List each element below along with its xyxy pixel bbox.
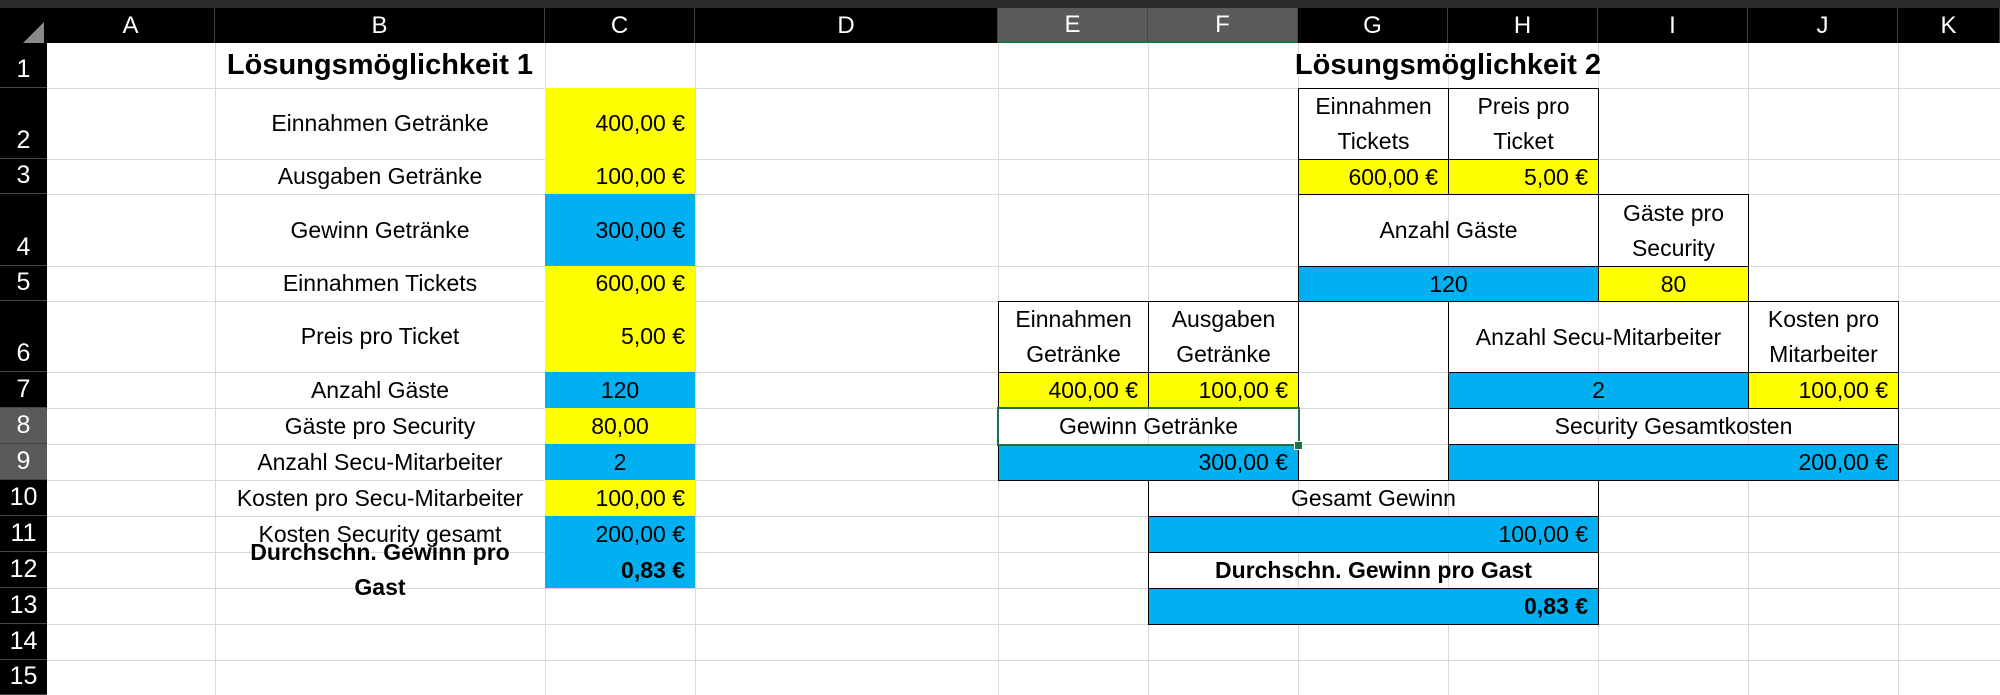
row-header-8[interactable]: 8 — [0, 408, 47, 444]
column-header-g[interactable]: G — [1298, 8, 1448, 43]
s1-value-anzahl-gaeste[interactable]: 120 — [545, 372, 695, 408]
s2-value-einnahmen-getraenke[interactable]: 400,00 € — [998, 372, 1149, 409]
fill-handle[interactable] — [1294, 441, 1303, 450]
s2-value-einnahmen-tickets[interactable]: 600,00 € — [1298, 159, 1449, 195]
title-bar-strip — [0, 0, 2000, 8]
s2-label-anzahl-secu[interactable]: Anzahl Secu-Mitarbeiter — [1448, 301, 1749, 373]
s1-value-gaeste-pro-security[interactable]: 80,00 — [545, 408, 695, 444]
column-header-h[interactable]: H — [1448, 8, 1598, 43]
s2-label-preis-pro-ticket[interactable]: Preis pro Ticket — [1448, 88, 1599, 160]
s2-value-security-gesamtkosten[interactable]: 200,00 € — [1448, 444, 1899, 481]
s1-label-kosten-security-gesamt[interactable]: Kosten Security gesamt — [258, 520, 502, 547]
column-header-a[interactable]: A — [47, 8, 215, 43]
s2-value-ausgaben-getraenke[interactable]: 100,00 € — [1148, 372, 1299, 409]
column-header-j[interactable]: J — [1748, 8, 1898, 43]
row-header-10[interactable]: 10 — [0, 480, 47, 516]
s1-value-kosten-security-gesamt[interactable]: 200,00 € — [545, 516, 695, 552]
s2-label-anzahl-gaeste[interactable]: Anzahl Gäste — [1298, 194, 1599, 267]
s1-value-einnahmen-tickets[interactable]: 600,00 € — [545, 266, 695, 301]
select-all-corner[interactable] — [0, 8, 47, 46]
s1-label-einnahmen-tickets[interactable]: Einnahmen Tickets — [282, 270, 478, 296]
row-header-11[interactable]: 11 — [0, 516, 47, 552]
s1-label-durchschn-gewinn[interactable]: Durchschn. Gewinn pro Gast — [250, 539, 510, 600]
s1-value-preis-pro-ticket[interactable]: 5,00 € — [545, 301, 695, 372]
s1-label-gaeste-pro-security[interactable]: Gäste pro Security — [284, 412, 476, 439]
row-header-2[interactable]: 2 — [0, 88, 47, 159]
s2-label-gewinn-getraenke[interactable]: Gewinn Getränke — [1059, 413, 1238, 439]
s1-value-anzahl-secu[interactable]: 2 — [545, 444, 695, 480]
s2-empty-connector[interactable] — [1298, 301, 1449, 481]
s2-label-ausgaben-getraenke[interactable]: Ausgaben Getränke — [1148, 301, 1299, 373]
s2-value-anzahl-secu[interactable]: 2 — [1448, 372, 1749, 409]
s2-label-durchschn-gewinn[interactable]: Durchschn. Gewinn pro Gast — [1148, 552, 1599, 589]
s2-label-einnahmen-tickets[interactable]: Einnahmen Tickets — [1298, 88, 1449, 160]
s2-label-kosten-pro-mitarbeiter[interactable]: Kosten pro Mitarbeiter — [1748, 301, 1899, 373]
column-header-e[interactable]: E — [998, 8, 1148, 43]
s1-label-anzahl-secu[interactable]: Anzahl Secu-Mitarbeiter — [257, 448, 503, 475]
column-header-d[interactable]: D — [695, 8, 998, 43]
s1-label-gewinn-getraenke[interactable]: Gewinn Getränke — [290, 216, 470, 243]
column-header-b[interactable]: B — [215, 8, 545, 43]
s2-value-gesamt-gewinn[interactable]: 100,00 € — [1148, 516, 1599, 553]
s1-label-ausgaben-getraenke[interactable]: Ausgaben Getränke — [277, 163, 483, 189]
s2-label-gesamt-gewinn[interactable]: Gesamt Gewinn — [1148, 480, 1599, 517]
column-header-k[interactable]: K — [1898, 8, 2000, 43]
s1-label-preis-pro-ticket[interactable]: Preis pro Ticket — [300, 323, 460, 349]
row-header-7[interactable]: 7 — [0, 372, 47, 408]
s2-value-anzahl-gaeste[interactable]: 120 — [1298, 266, 1599, 302]
s1-label-kosten-pro-secu[interactable]: Kosten pro Secu-Mitarbeiter — [236, 484, 524, 511]
s2-value-gewinn-getraenke[interactable]: 300,00 € — [998, 444, 1299, 481]
row-header-5[interactable]: 5 — [0, 266, 47, 301]
row-header-14[interactable]: 14 — [0, 624, 47, 660]
row-header-9[interactable]: 9 — [0, 444, 47, 480]
row-header-1[interactable]: 1 — [0, 43, 47, 88]
s2-label-security-gesamtkosten[interactable]: Security Gesamtkosten — [1448, 408, 1899, 445]
row-header-12[interactable]: 12 — [0, 552, 47, 588]
solution1-title[interactable]: Lösungsmöglichkeit 1 — [226, 49, 534, 81]
s1-value-ausgaben-getraenke[interactable]: 100,00 € — [545, 159, 695, 194]
s2-value-durchschn-gewinn[interactable]: 0,83 € — [1148, 588, 1599, 625]
s1-value-gewinn-getraenke[interactable]: 300,00 € — [545, 194, 695, 266]
row-header-4[interactable]: 4 — [0, 194, 47, 266]
column-header-i[interactable]: I — [1598, 8, 1748, 43]
row-header-15[interactable]: 15 — [0, 660, 47, 695]
s2-label-einnahmen-getraenke[interactable]: Einnahmen Getränke — [998, 301, 1149, 373]
s1-value-einnahmen-getraenke[interactable]: 400,00 € — [545, 88, 695, 159]
column-header-c[interactable]: C — [545, 8, 695, 43]
s1-value-kosten-pro-secu[interactable]: 100,00 € — [545, 480, 695, 516]
s1-label-einnahmen-getraenke[interactable]: Einnahmen Getränke — [271, 110, 489, 136]
select-all-icon — [20, 22, 44, 46]
row-header-13[interactable]: 13 — [0, 588, 47, 624]
cell-selection — [997, 407, 1300, 446]
s2-value-kosten-pro-mitarbeiter[interactable]: 100,00 € — [1748, 372, 1899, 409]
s2-value-preis-pro-ticket[interactable]: 5,00 € — [1448, 159, 1599, 195]
column-header-f[interactable]: F — [1148, 8, 1298, 43]
solution2-title[interactable]: Lösungsmöglichkeit 2 — [1294, 49, 1602, 81]
s1-value-durchschn-gewinn[interactable]: 0,83 € — [545, 552, 695, 588]
row-header-6[interactable]: 6 — [0, 301, 47, 372]
s2-label-gaeste-pro-security[interactable]: Gäste pro Security — [1598, 194, 1749, 267]
row-header-3[interactable]: 3 — [0, 159, 47, 194]
s1-label-anzahl-gaeste[interactable]: Anzahl Gäste — [310, 376, 450, 403]
s2-value-gaeste-pro-security[interactable]: 80 — [1598, 266, 1749, 302]
